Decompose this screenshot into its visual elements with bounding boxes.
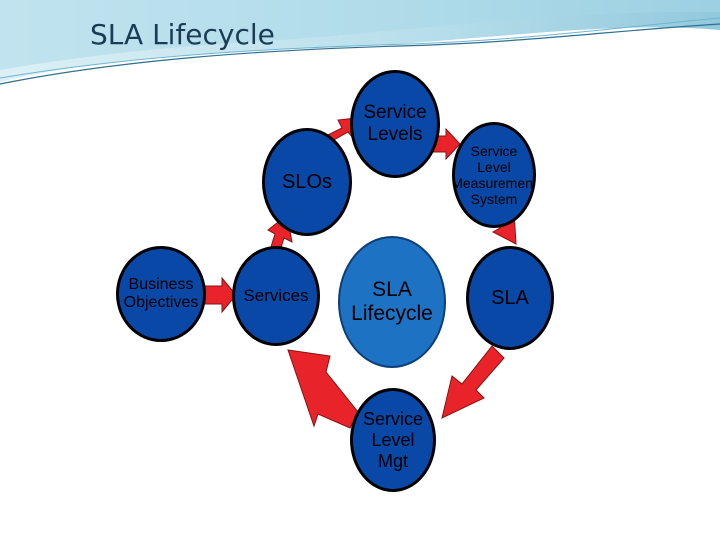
center-sla-lifecycle-label: SLA Lifecycle [351, 278, 433, 325]
node-sla-label: SLA [491, 286, 529, 309]
header-wave-decoration [0, 0, 720, 85]
center-sla-lifecycle: SLA Lifecycle [338, 236, 446, 368]
node-services-label: Services [243, 286, 309, 305]
node-business-objectives-label: Business Objectives [123, 276, 199, 311]
node-service-level-measurement-system-label: Service Level Measurement System [452, 143, 536, 207]
node-slos: SLOs [262, 128, 352, 236]
node-sla: SLA [466, 246, 554, 350]
node-service-levels-label: Service Levels [363, 102, 427, 145]
slide-title: SLA Lifecycle [90, 18, 275, 51]
node-services: Services [232, 246, 320, 346]
node-service-levels: Service Levels [350, 70, 440, 178]
arrow-sla-to-mgt [441, 345, 505, 419]
node-service-level-mgt: Service Level Mgt [350, 388, 436, 492]
node-slos-label: SLOs [281, 170, 333, 193]
node-business-objectives: Business Objectives [116, 246, 206, 342]
arrow-mgt-to-services [287, 349, 359, 429]
arrow-levels-to-measurement [431, 127, 461, 161]
arrow-business-to-services [204, 276, 237, 314]
node-service-level-mgt-label: Service Level Mgt [362, 408, 424, 471]
node-service-level-measurement-system: Service Level Measurement System [452, 122, 536, 228]
